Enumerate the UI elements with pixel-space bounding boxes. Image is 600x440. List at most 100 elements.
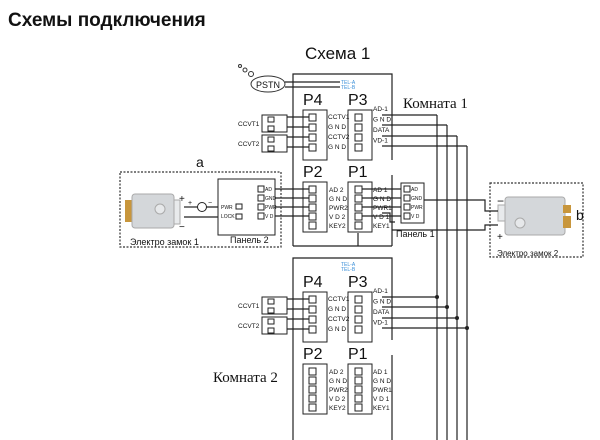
bus-wires xyxy=(382,114,469,440)
pin xyxy=(308,143,317,152)
p1-pin-label: KEY1 xyxy=(373,405,390,412)
pin xyxy=(308,295,317,304)
port-p3-label: P3 xyxy=(348,92,368,109)
p1-pin-label: V D 1 xyxy=(373,396,390,403)
pin xyxy=(257,212,265,220)
camera-label: CCVT2 xyxy=(238,323,260,330)
pin xyxy=(354,113,363,122)
p3-pin-label: VD-1 xyxy=(373,320,388,327)
port-p3-label: P3 xyxy=(348,274,368,291)
pin xyxy=(354,203,363,212)
p3-pin-label: VD-1 xyxy=(373,138,388,145)
pin xyxy=(308,367,317,376)
monitor-room-2 xyxy=(292,257,393,440)
p1-pin-label: PWR1 xyxy=(373,205,392,212)
pin xyxy=(308,203,317,212)
pin xyxy=(308,194,317,203)
panel-1-pin-label: GND xyxy=(411,196,423,202)
panel-2-pin-label: V D xyxy=(265,214,274,220)
pin xyxy=(354,403,363,412)
camera-label: CCVT2 xyxy=(238,141,260,148)
pin xyxy=(403,194,411,202)
lock-1-minus: − xyxy=(179,222,185,233)
pin xyxy=(308,212,317,221)
pin xyxy=(354,143,363,152)
p3-pin-label: G N D xyxy=(373,117,391,124)
svg-text:LOCK: LOCK xyxy=(221,214,235,220)
p2-pin-label: KEY2 xyxy=(329,405,346,412)
pin xyxy=(354,315,363,324)
port-p4-label: P4 xyxy=(303,92,323,109)
p2-pin-label: V D 2 xyxy=(329,214,346,221)
port-p4-label: P4 xyxy=(303,274,323,291)
svg-text:−: − xyxy=(208,200,212,207)
panel-1-pin-label: V D xyxy=(411,214,420,220)
group-b: b − + Электро замок 2 xyxy=(382,182,584,258)
p4-pin-label: CCTV1 xyxy=(328,296,350,303)
pin xyxy=(308,315,317,324)
p2-pin-label: PWR2 xyxy=(329,387,348,394)
pin xyxy=(308,113,317,122)
lock-1-plus: + xyxy=(179,194,185,205)
lock-2-label: Электро замок 2 xyxy=(497,249,559,258)
group-a-label: a xyxy=(196,154,204,170)
pin xyxy=(354,212,363,221)
port-p2-label: P2 xyxy=(303,164,323,181)
pin xyxy=(354,376,363,385)
pin xyxy=(308,376,317,385)
scheme-title: Схема 1 xyxy=(305,44,370,63)
pstn-label: PSTN xyxy=(256,80,280,90)
p1-pin-label: KEY1 xyxy=(373,223,390,230)
pin xyxy=(257,203,265,211)
pin xyxy=(354,305,363,314)
p2-pin-label: KEY2 xyxy=(329,223,346,230)
pin xyxy=(403,212,411,220)
pin xyxy=(308,385,317,394)
tel-b-label-2: TEL-B xyxy=(341,267,356,273)
p1-pin-label: V D 1 xyxy=(373,214,390,221)
svg-text:PWR: PWR xyxy=(221,205,233,211)
p2-pin-label: AD 2 xyxy=(329,369,344,376)
lock-1-tongue xyxy=(125,200,133,222)
pin xyxy=(257,194,265,202)
panel-2-pin-label: AD xyxy=(265,187,272,193)
panel-2-label: Панель 2 xyxy=(230,235,269,245)
lock-1-label: Электро замок 1 xyxy=(130,237,199,247)
port-p2-label: P2 xyxy=(303,346,323,363)
pin xyxy=(354,123,363,132)
pin xyxy=(308,325,317,334)
p4-pin-label: G N D xyxy=(328,124,346,131)
pin xyxy=(354,221,363,230)
p4-pin-label: G N D xyxy=(328,326,346,333)
panel-1-pin-label: PWR xyxy=(411,205,423,211)
pin xyxy=(354,295,363,304)
svg-text:+: + xyxy=(188,200,192,207)
p2-pin-label: AD 2 xyxy=(329,187,344,194)
p4-pin-label: CCTV2 xyxy=(328,134,350,141)
tel-a-label-2: TEL-A xyxy=(341,262,356,268)
pin xyxy=(354,194,363,203)
p3-pin-label: DATA xyxy=(373,127,390,134)
p2-pin-label: G N D xyxy=(329,196,347,203)
pin xyxy=(308,394,317,403)
p3-pin-label: G N D xyxy=(373,299,391,306)
panel-2 xyxy=(217,178,276,236)
lock-1-body xyxy=(131,193,175,229)
tel-a-label: TEL-A xyxy=(341,80,356,86)
p4-pin-label: CCTV1 xyxy=(328,114,350,121)
p2-pin-label: G N D xyxy=(329,378,347,385)
pin xyxy=(354,385,363,394)
pin xyxy=(354,325,363,334)
p4-pin-label: CCTV2 xyxy=(328,316,350,323)
camera-label: CCVT1 xyxy=(238,303,260,310)
port-p1-label: P1 xyxy=(348,346,368,363)
room-1-label: Комната 1 xyxy=(403,96,468,112)
pin xyxy=(308,305,317,314)
p2-pin-label: V D 2 xyxy=(329,396,346,403)
panel-1-label: Панель 1 xyxy=(396,229,435,239)
tel-b-label: TEL-B xyxy=(341,85,356,91)
p1-pin-label: AD 1 xyxy=(373,187,388,194)
panel-2-pin-label: PWR xyxy=(265,205,277,211)
pin xyxy=(308,123,317,132)
